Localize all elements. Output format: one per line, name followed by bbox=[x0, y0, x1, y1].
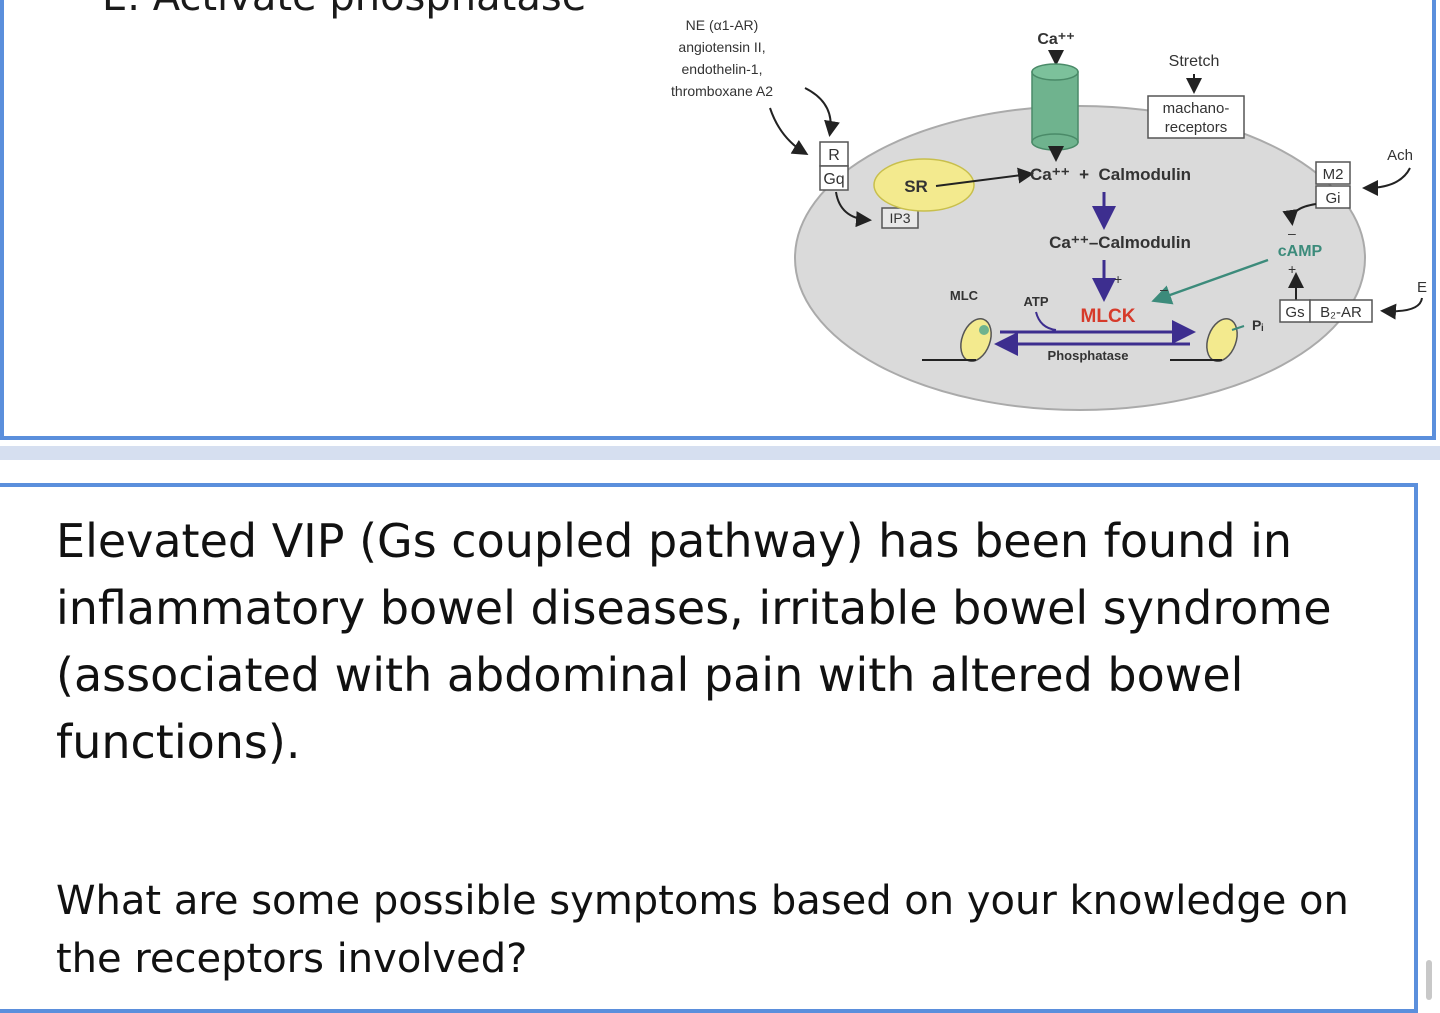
b2ar-label: B₂-AR bbox=[1320, 304, 1362, 321]
ligand-line-1: NE (α1-AR) bbox=[686, 17, 759, 33]
ip3-label: IP3 bbox=[889, 210, 910, 226]
b2ar-box bbox=[1309, 299, 1373, 323]
gs-label: Gs bbox=[1285, 304, 1304, 321]
receptor-r-label: R bbox=[828, 147, 840, 164]
minus-sign-camp: – bbox=[1160, 281, 1168, 297]
plus-sign-gs: + bbox=[1288, 261, 1296, 277]
ca-channel-label: Ca⁺⁺ bbox=[1037, 31, 1074, 48]
minus-sign-gi: – bbox=[1288, 225, 1296, 241]
m2-box bbox=[1315, 161, 1351, 185]
plus-sign-calm: + bbox=[1114, 271, 1122, 287]
sr-label: SR bbox=[904, 177, 928, 196]
ligand-line-3: endothelin-1, bbox=[682, 61, 763, 77]
gq-box bbox=[819, 165, 849, 191]
ca-calmodulin-row: Ca⁺⁺ + Calmodulin bbox=[1030, 165, 1191, 184]
mechanoreceptor-box bbox=[1147, 95, 1245, 139]
gq-label: Gq bbox=[823, 171, 844, 188]
symptoms-question: What are some possible symptoms based on… bbox=[56, 878, 1349, 982]
vip-paragraph: Elevated VIP (Gs coupled pathway) has be… bbox=[56, 514, 1332, 769]
ach-label: Ach bbox=[1387, 147, 1413, 164]
question-card bbox=[0, 483, 1418, 1013]
ligand-line-4: thromboxane A2 bbox=[671, 83, 773, 99]
sarcoplasmic-reticulum bbox=[873, 158, 975, 212]
phosphatase-label: Phosphatase bbox=[1048, 348, 1129, 363]
scrollbar-thumb[interactable] bbox=[1426, 960, 1432, 1000]
gi-box bbox=[1315, 185, 1351, 209]
slide-separator bbox=[0, 446, 1440, 460]
atp-label: ATP bbox=[1023, 294, 1048, 309]
mechano-line-1: machano- bbox=[1163, 100, 1230, 117]
smooth-muscle-signaling-diagram: NE (α1-AR) angiotensin II, endothelin-1,… bbox=[671, 17, 1427, 411]
mechano-line-2: receptors bbox=[1165, 119, 1228, 136]
phosphate-label: Pᵢ bbox=[1252, 317, 1263, 333]
gi-label: Gi bbox=[1326, 190, 1341, 207]
ca-calmodulin-complex: Ca⁺⁺–Calmodulin bbox=[1049, 233, 1191, 252]
m2-label: M2 bbox=[1323, 166, 1344, 183]
camp-label: cAMP bbox=[1278, 243, 1323, 260]
calcium-channel bbox=[1031, 71, 1079, 143]
stretch-label: Stretch bbox=[1169, 53, 1220, 70]
mlc-label: MLC bbox=[950, 288, 979, 303]
e-label: E bbox=[1417, 279, 1427, 296]
mlck-label: MLCK bbox=[1081, 306, 1136, 327]
ligand-line-2: angiotensin II, bbox=[678, 39, 765, 55]
option-e-text: E. Activate phosphatase bbox=[102, 0, 586, 20]
